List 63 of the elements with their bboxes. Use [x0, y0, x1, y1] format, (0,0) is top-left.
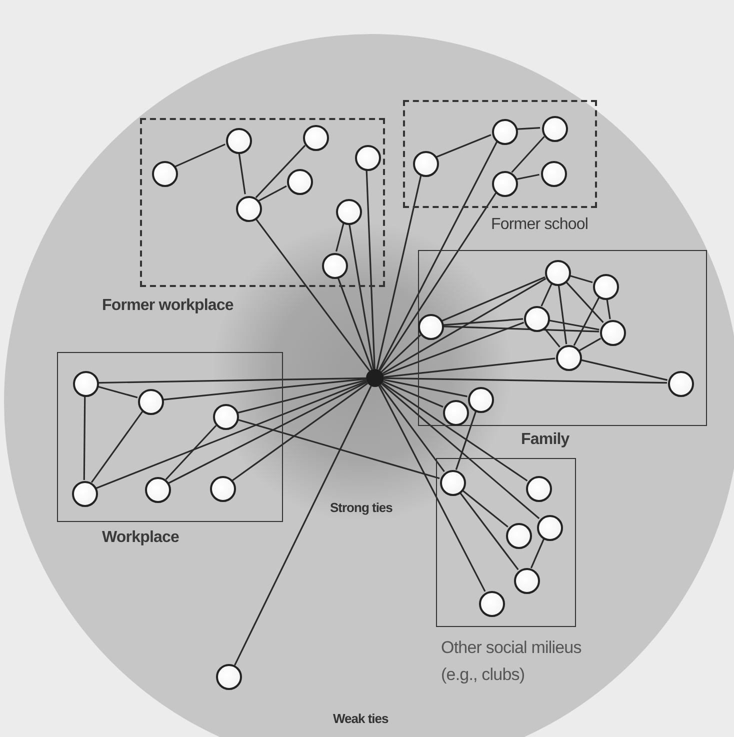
tie-line: [336, 222, 344, 252]
tie-line: [544, 328, 560, 348]
tie-line: [379, 192, 497, 371]
tie-line: [442, 276, 546, 322]
tie-line: [455, 411, 477, 470]
tie-line: [174, 144, 226, 168]
tie-line: [96, 380, 367, 489]
tie-line: [382, 278, 546, 374]
tie-line: [255, 144, 306, 198]
tie-line: [258, 185, 287, 202]
tie-line: [237, 418, 440, 480]
tie-line: [442, 326, 600, 332]
tie-line: [383, 322, 524, 376]
tie-line: [578, 338, 602, 352]
tie-line: [168, 381, 368, 484]
tie-line: [384, 378, 468, 398]
tie-line: [516, 174, 540, 180]
tie-line: [382, 380, 444, 408]
tie-line: [378, 141, 498, 370]
zone-label: Weak ties: [333, 711, 388, 726]
tie-line: [382, 382, 528, 482]
tie-line: [530, 538, 545, 568]
group-label: Family: [521, 431, 570, 449]
tie-line: [381, 334, 422, 372]
tie-line: [165, 424, 217, 480]
tie-line: [234, 386, 372, 666]
tie-line: [237, 379, 366, 414]
tie-line: [462, 490, 508, 528]
tie-line: [254, 216, 370, 372]
tie-line: [511, 136, 545, 173]
tie-line: [97, 386, 138, 398]
group-label: Former workplace: [102, 297, 234, 315]
group-label: Former school: [491, 216, 588, 234]
tie-line: [516, 126, 540, 130]
tie-line: [336, 276, 373, 370]
tie-line: [436, 134, 492, 158]
tie-line: [442, 318, 524, 326]
tie-line: [238, 152, 246, 194]
tie-line: [569, 274, 593, 284]
tie-line: [565, 281, 604, 323]
tie-line: [384, 358, 556, 378]
tie-line: [162, 378, 366, 400]
tie-line: [376, 174, 422, 370]
tie-line: [366, 168, 376, 370]
tie-line: [580, 359, 668, 381]
tie-line: [98, 377, 366, 384]
tie-line: [459, 492, 519, 570]
group-label: Other social milieus (e.g., clubs): [441, 637, 582, 686]
tie-line: [348, 222, 374, 370]
tie-line: [378, 386, 486, 592]
tie-line: [540, 284, 552, 306]
tie-line: [90, 411, 144, 483]
tie-line: [606, 298, 611, 320]
tie-line: [573, 297, 600, 346]
tie-line: [548, 320, 600, 330]
tie-line: [232, 382, 368, 482]
tie-line: [558, 284, 568, 344]
group-label: Workplace: [102, 529, 180, 547]
tie-line: [381, 383, 540, 520]
tie-line: [380, 384, 445, 472]
tie-line: [384, 377, 668, 384]
tie-line: [83, 396, 86, 480]
zone-label: Strong ties: [330, 500, 392, 515]
